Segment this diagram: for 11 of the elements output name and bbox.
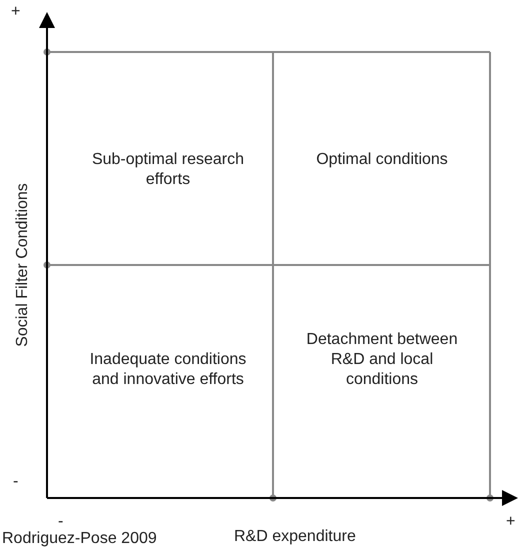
axis-end-label: - — [13, 472, 18, 492]
axis-title: Social Filter Conditions — [12, 183, 32, 347]
quadrant-label: Optimal conditions — [315, 150, 449, 170]
quadrant-label: Inadequate conditions and innovative efforts — [88, 350, 248, 390]
axis-end-label: - — [58, 512, 64, 531]
source-note: Rodriguez-Pose 2009 — [2, 529, 157, 547]
axis-end-label: + — [506, 512, 516, 532]
axis-title: R&D expenditure — [234, 527, 356, 547]
quadrant-label: Sub-optimal research efforts — [90, 150, 246, 190]
axis-end-label: + — [11, 2, 20, 22]
quadrant-label: Detachment between R&D and local conditions — [305, 330, 459, 390]
